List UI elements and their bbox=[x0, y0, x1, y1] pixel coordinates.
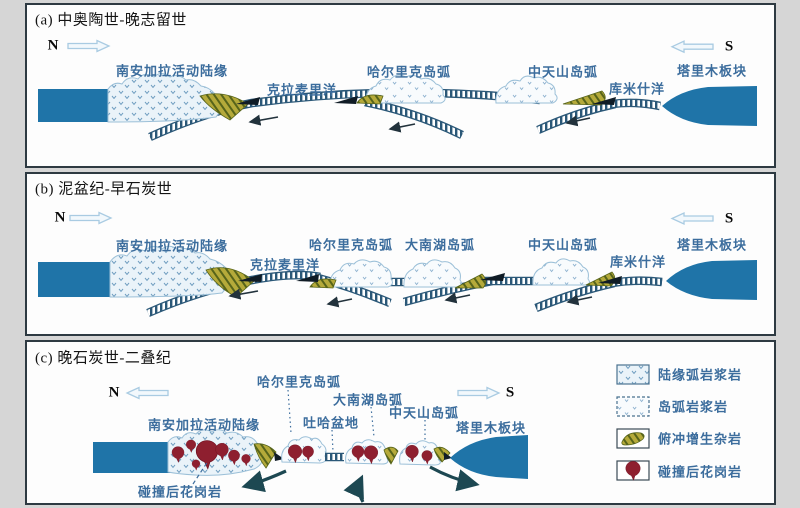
label-kalamaili-ocean: 克拉麦里洋 bbox=[249, 257, 321, 273]
label-harlik-arc: 哈尔里克岛弧 bbox=[366, 64, 452, 80]
panel-a-title: (a) 中奥陶世-晚志留世 bbox=[35, 12, 187, 29]
label-southern-angara-margin: 南安加拉活动陆缘 bbox=[115, 238, 229, 254]
label-tarim-block: 塔里木板块 bbox=[455, 420, 527, 436]
panel-c-title: (c) 晚石炭世-二叠纪 bbox=[35, 350, 172, 367]
north-label: N bbox=[108, 384, 120, 401]
label-tarim-block: 塔里木板块 bbox=[676, 63, 748, 79]
label-harlik-arc: 哈尔里克岛弧 bbox=[308, 237, 394, 253]
north-label: N bbox=[47, 37, 59, 54]
legend-label-island-arc: 岛弧岩浆岩 bbox=[658, 399, 729, 415]
south-label: S bbox=[505, 384, 515, 401]
label-harlik-arc: 哈尔里克岛弧 bbox=[256, 374, 342, 390]
legend-label-accretionary: 俯冲增生杂岩 bbox=[658, 431, 743, 447]
label-central-tianshan-arc: 中天山岛弧 bbox=[527, 237, 599, 253]
label-dananhu-arc: 大南湖岛弧 bbox=[332, 392, 404, 408]
south-label: S bbox=[724, 38, 734, 55]
label-kalamaili-ocean: 克拉麦里洋 bbox=[266, 82, 338, 98]
panel-b-title: (b) 泥盆纪-早石炭世 bbox=[35, 181, 173, 198]
label-southern-angara-margin: 南安加拉活动陆缘 bbox=[147, 417, 261, 433]
legend-label-continental-arc: 陆缘弧岩浆岩 bbox=[658, 367, 743, 383]
label-kumish-ocean: 库米什洋 bbox=[608, 81, 666, 97]
legend-label-granite: 碰撞后花岗岩 bbox=[658, 464, 743, 480]
north-label: N bbox=[54, 209, 66, 226]
label-kumish-ocean: 库米什洋 bbox=[609, 254, 667, 270]
label-southern-angara-margin: 南安加拉活动陆缘 bbox=[115, 63, 229, 79]
label-tuha-basin: 吐哈盆地 bbox=[302, 415, 360, 431]
label-post-collision-granite: 碰撞后花岗岩 bbox=[137, 484, 223, 500]
label-central-tianshan-arc: 中天山岛弧 bbox=[527, 64, 599, 80]
south-label: S bbox=[724, 210, 734, 227]
label-dananhu-arc: 大南湖岛弧 bbox=[404, 237, 476, 253]
label-tarim-block: 塔里木板块 bbox=[676, 237, 748, 253]
label-central-tianshan-arc: 中天山岛弧 bbox=[388, 405, 460, 421]
panel-c bbox=[25, 340, 776, 505]
